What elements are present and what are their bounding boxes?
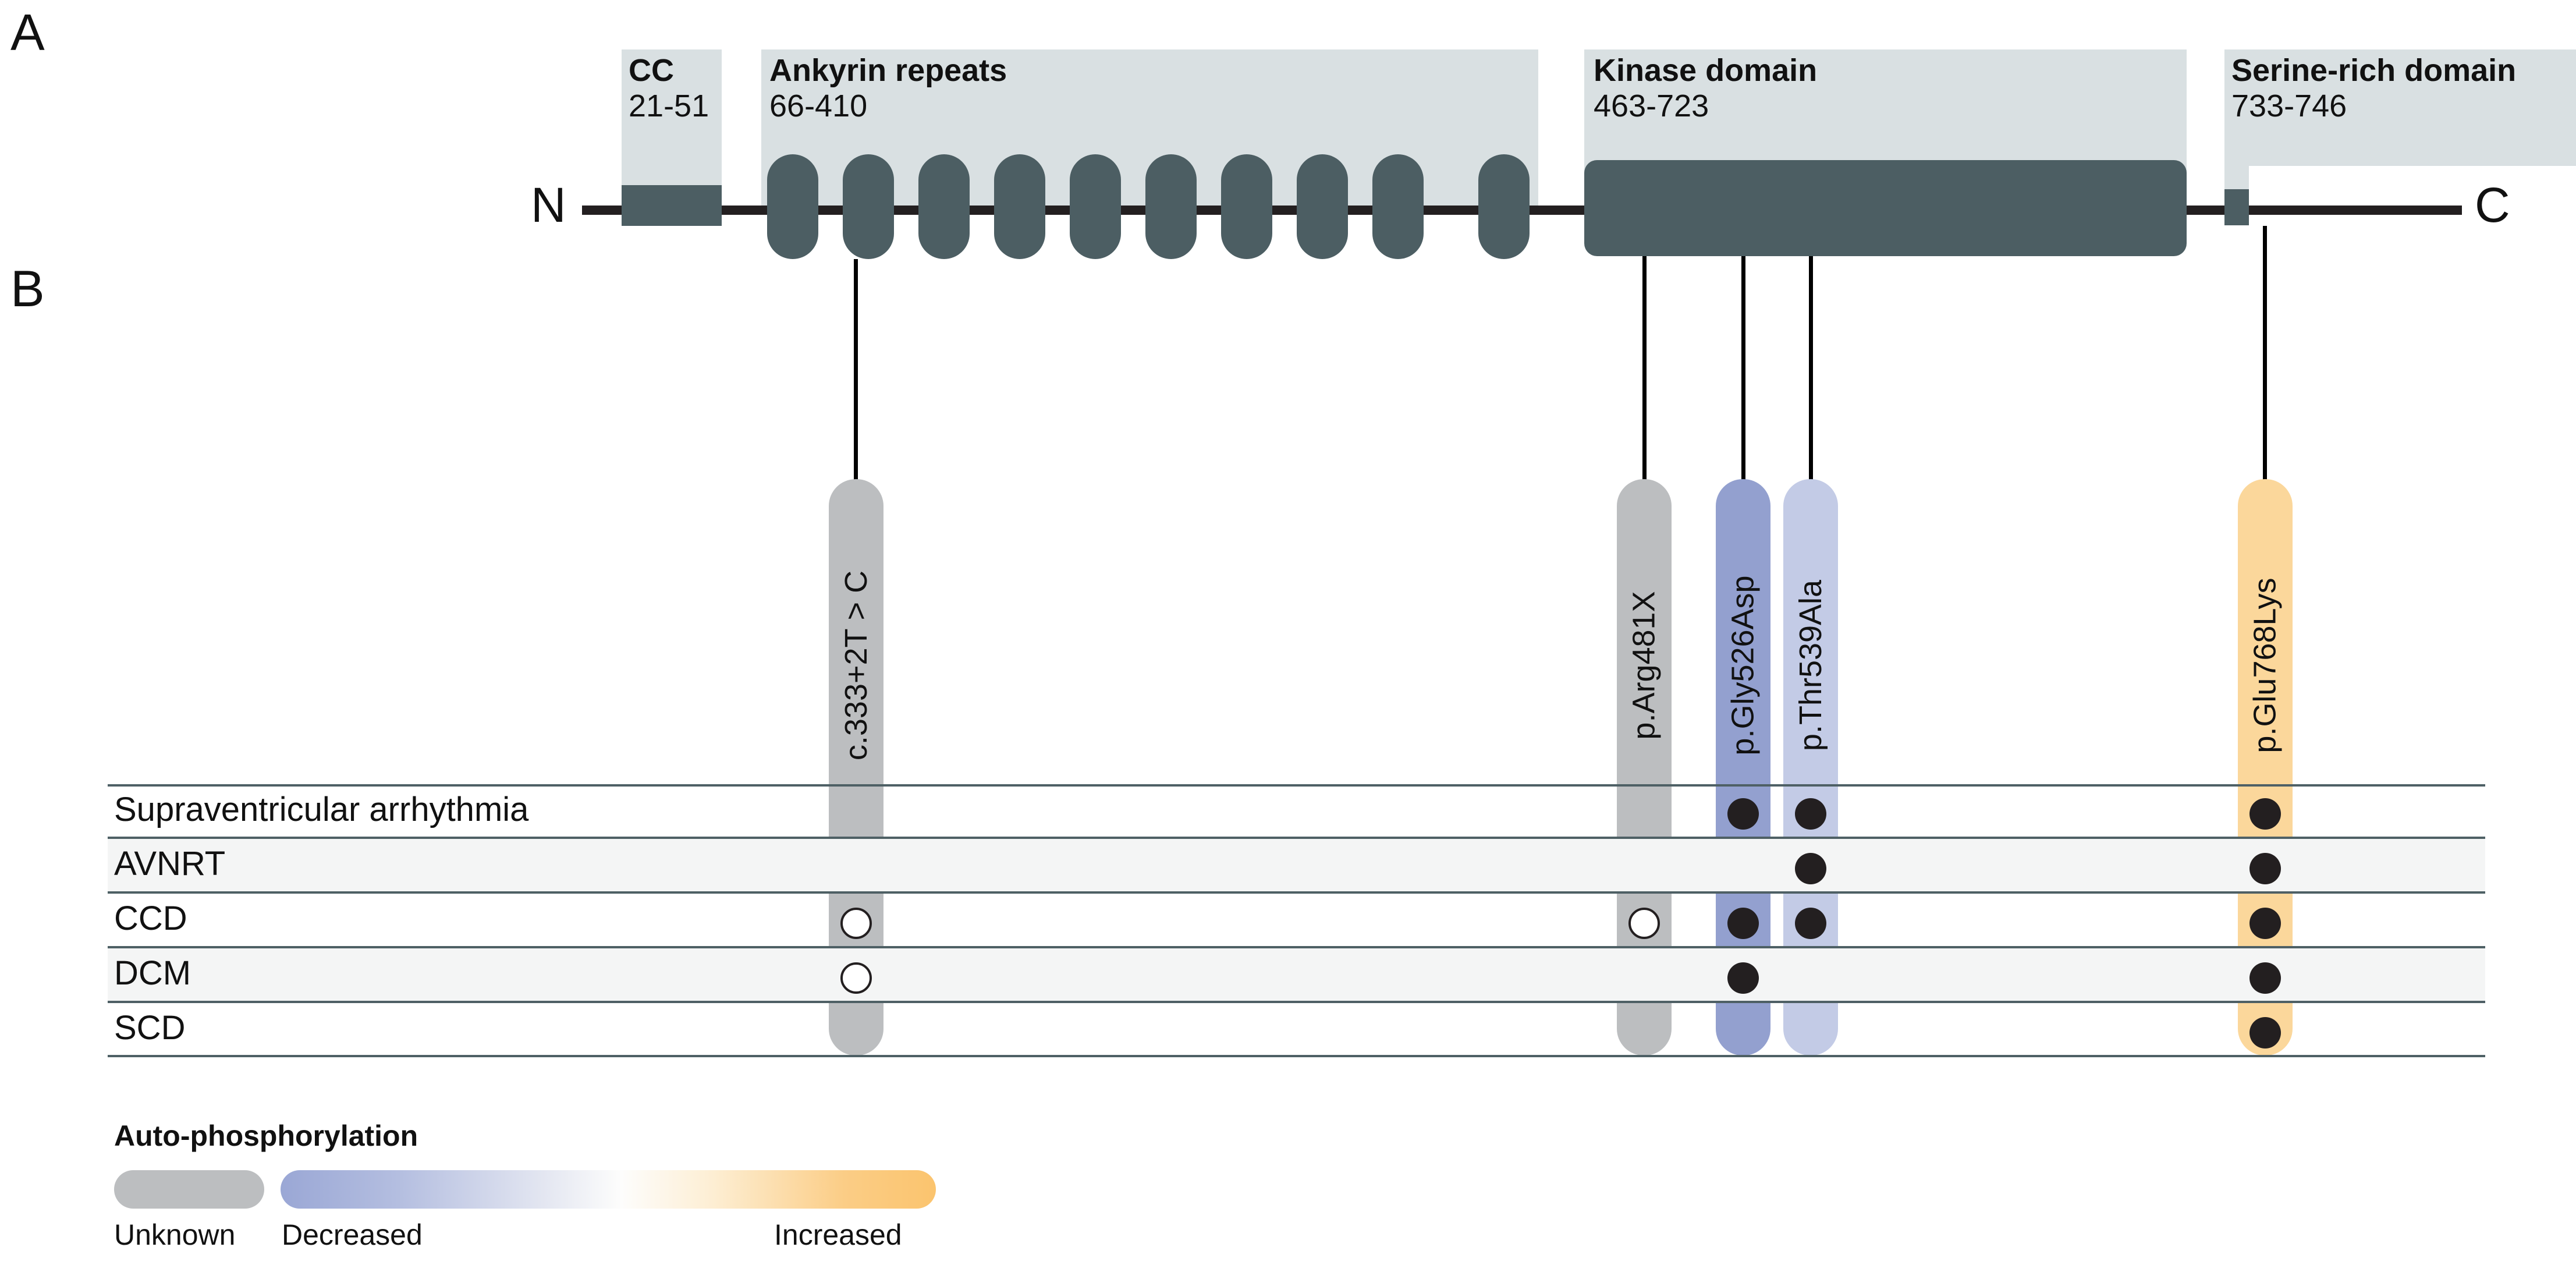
ankyrin-repeat [1145,154,1197,259]
legend-caption-unknown: Unknown [114,1219,236,1251]
domain-name-cc: CC [629,53,674,88]
domain-header-cc [622,49,722,210]
table-rule [108,837,2485,839]
domain-name-kinase: Kinase domain [1594,53,1818,88]
lollipop-stem-c333 [854,259,858,480]
table-mark-filled [1727,962,1759,994]
legend-title: Auto-phosphorylation [114,1120,418,1152]
variant-label-c333: c.333+2T > C [839,570,874,761]
panel-label-a: A [10,3,45,61]
lollipop-stem-gly526asp [1741,256,1745,480]
ankyrin-repeat [1372,154,1424,259]
legend-caption-increased: Increased [774,1219,902,1251]
ankyrin-repeat [918,154,970,259]
legend-caption-decreased: Decreased [282,1219,423,1251]
table-rule [108,1001,2485,1003]
c-terminus-label: C [2475,178,2510,232]
domain-name-ankyrin: Ankyrin repeats [769,53,1007,88]
table-mark-filled [1795,908,1826,939]
ankyrin-repeat [767,154,818,259]
table-mark-filled [1727,908,1759,939]
ankyrin-repeat [1478,154,1530,259]
table-row-band [108,946,2485,1001]
table-rule [108,891,2485,894]
variant-label-arg481x: p.Arg481X [1627,591,1662,740]
panel-label-b: B [10,260,45,317]
table-mark-open [1628,908,1660,939]
table-row-label: DCM [114,954,191,992]
table-rule [108,946,2485,948]
domain-range-cc: 21-51 [629,88,709,123]
table-mark-filled [2249,1017,2281,1049]
domain-range-kinase: 463-723 [1594,88,1709,123]
legend-gradient-bar [281,1170,936,1209]
table-mark-filled [2249,853,2281,884]
feature-serine-block [2224,189,2249,225]
table-rule [108,1055,2485,1057]
table-row-label: AVNRT [114,845,226,883]
variant-label-glu768lys: p.Glu768Lys [2248,578,2283,753]
table-row-label: SCD [114,1009,186,1047]
table-mark-filled [2249,962,2281,994]
domain-name-serine: Serine-rich domain [2231,53,2517,88]
table-rule [108,784,2485,787]
table-mark-filled [1795,853,1826,884]
table-mark-filled [1727,798,1759,830]
table-row-label: Supraventricular arrhythmia [114,791,529,828]
ankyrin-repeat [843,154,894,259]
n-terminus-label: N [531,178,566,232]
ankyrin-repeat [1221,154,1272,259]
table-mark-filled [2249,798,2281,830]
table-mark-filled [1795,798,1826,830]
lollipop-stem-arg481x [1642,256,1647,480]
legend-unknown-swatch [114,1170,264,1209]
domain-range-ankyrin: 66-410 [769,88,868,123]
lollipop-stem-thr539ala [1809,256,1813,480]
table-row-label: CCD [114,899,187,937]
table-mark-open [840,962,872,994]
ankyrin-repeat [1070,154,1121,259]
feature-kinase-block [1584,160,2187,256]
ankyrin-repeat [994,154,1045,259]
lollipop-stem-glu768lys [2263,226,2267,480]
domain-header-serine-banner [2224,49,2576,166]
ankyrin-repeat [1297,154,1348,259]
feature-cc-block [622,185,722,226]
variant-label-thr539ala: p.Thr539Ala [1793,579,1828,752]
variant-label-gly526asp: p.Gly526Asp [1726,575,1761,756]
table-mark-filled [2249,908,2281,939]
table-row-band [108,837,2485,891]
table-mark-open [840,908,872,939]
domain-range-serine: 733-746 [2231,88,2347,123]
domain-header-serine-stem [2224,49,2249,210]
